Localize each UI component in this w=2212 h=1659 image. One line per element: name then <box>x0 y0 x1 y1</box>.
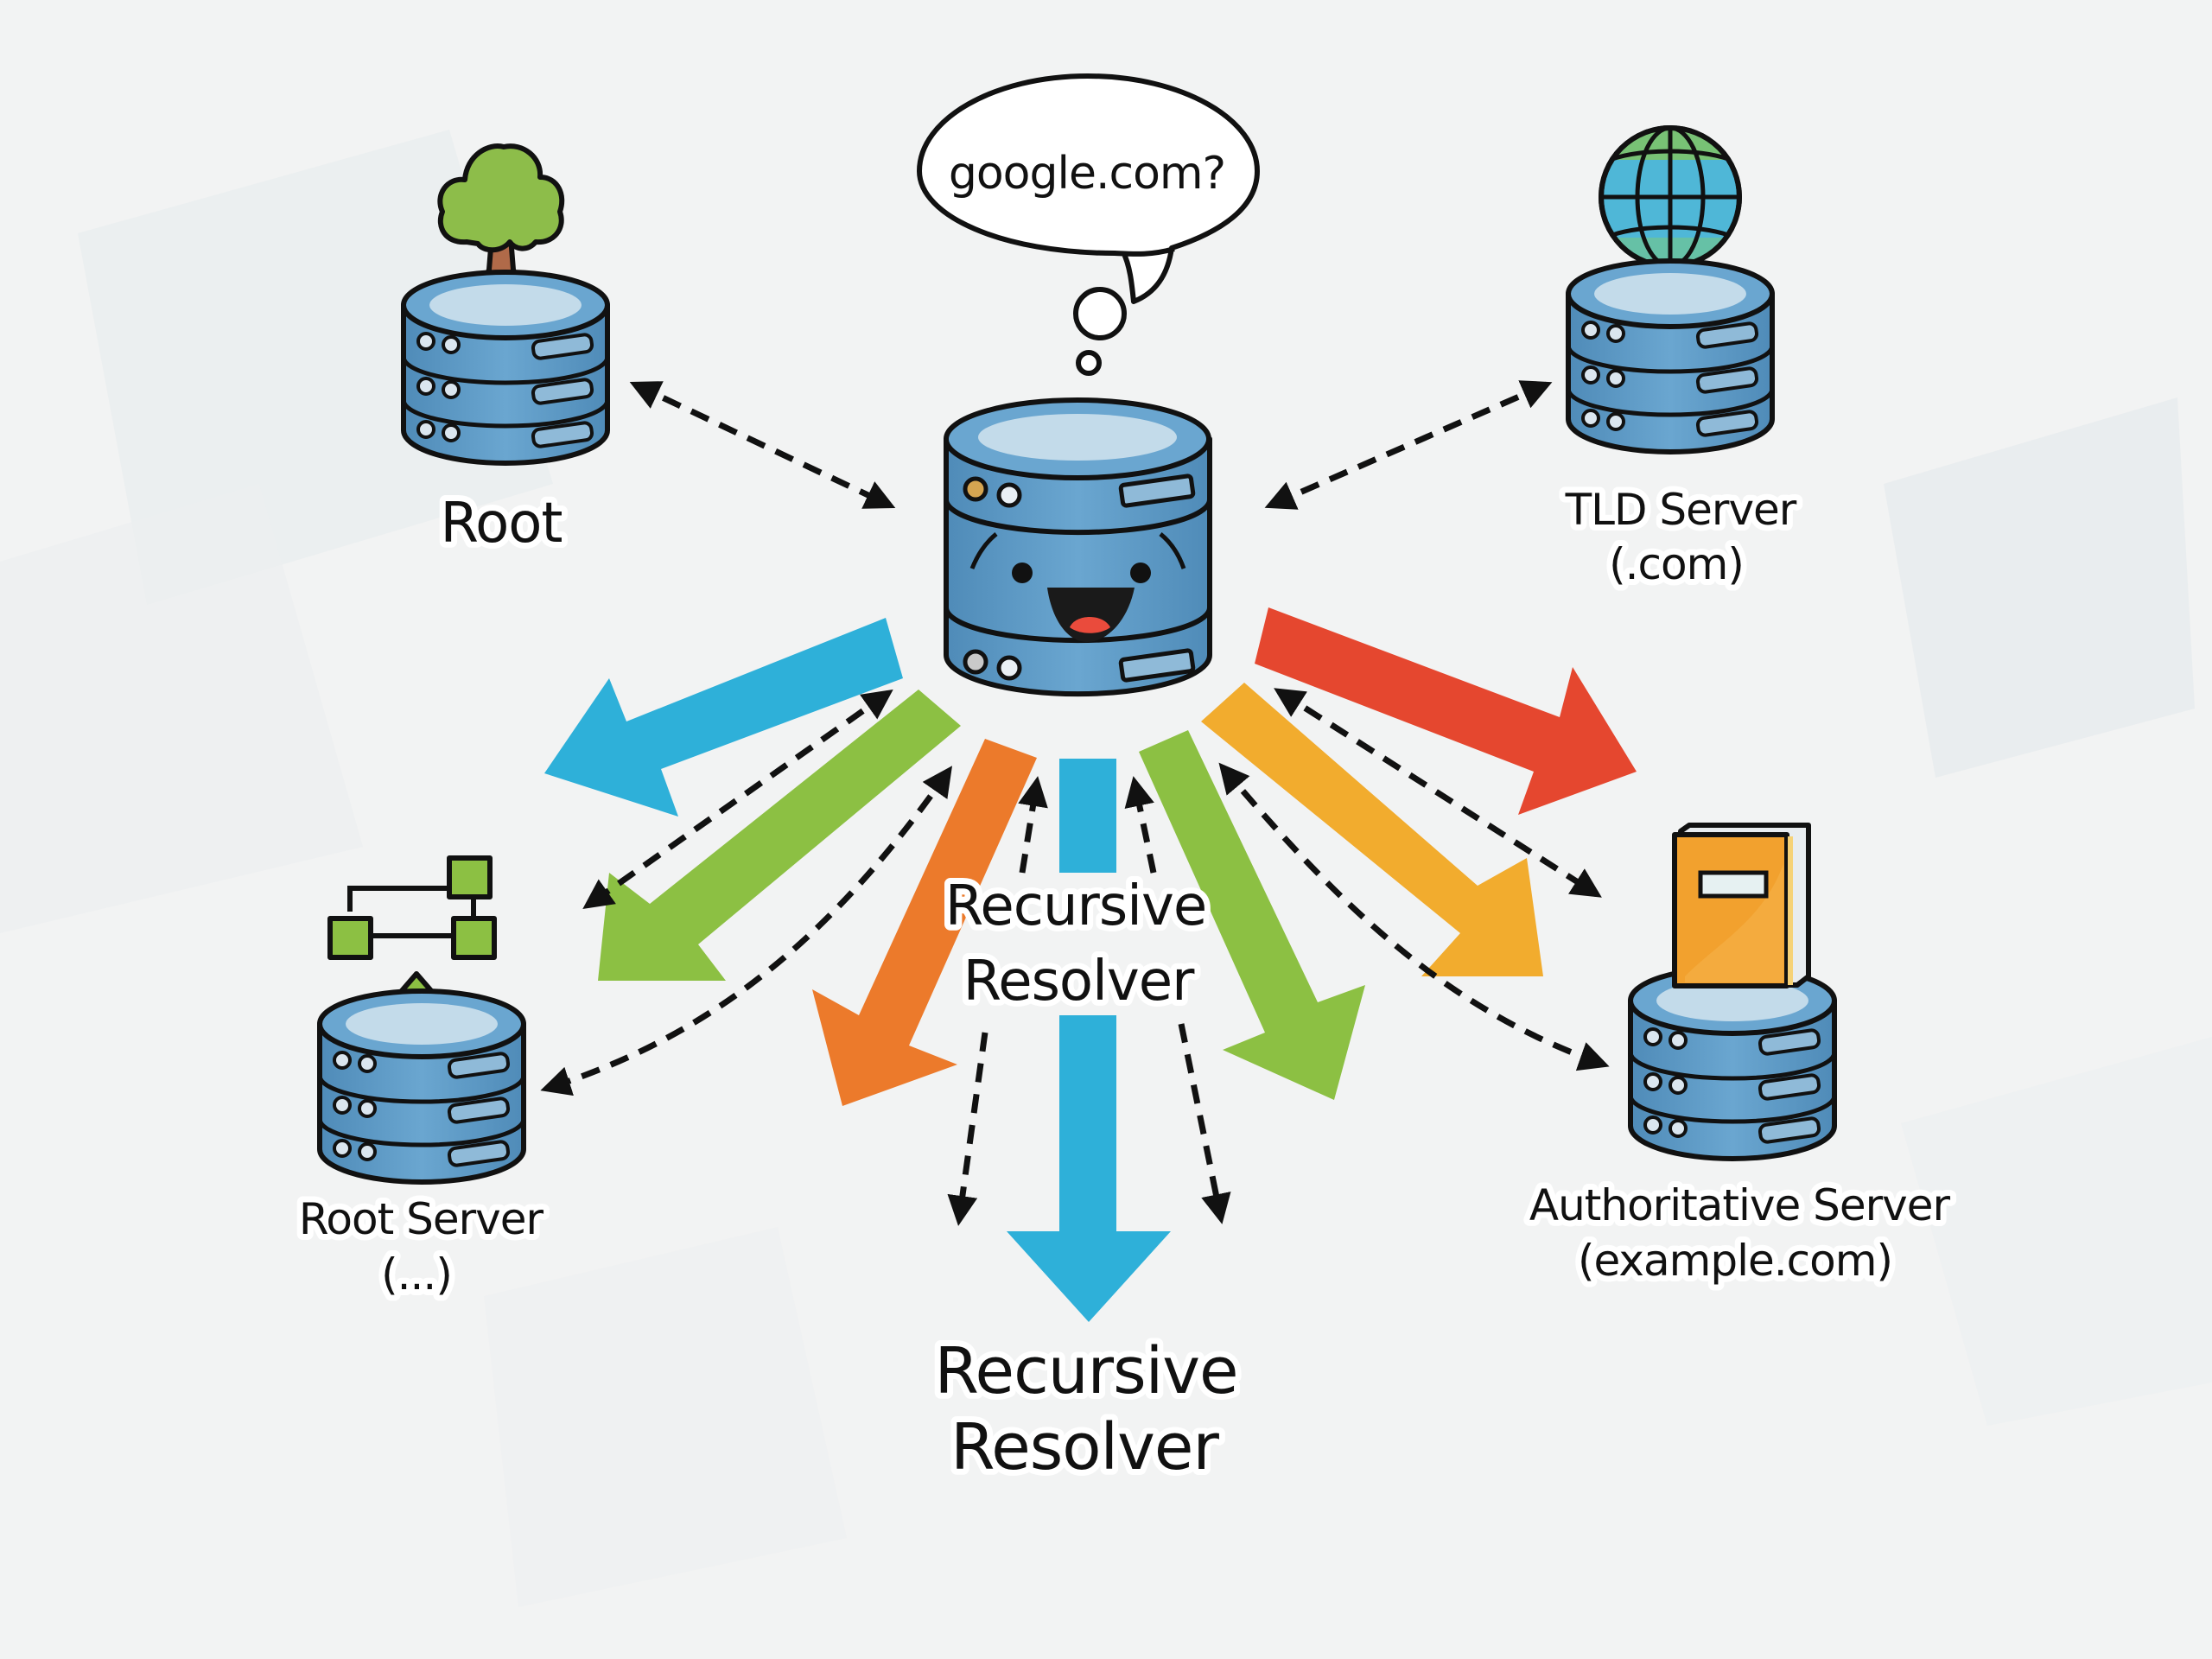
dashed-center-left-down <box>947 1032 988 1226</box>
node-authoritative-label-line1: Authoritative Server <box>1529 1180 1951 1230</box>
dashed-root-center <box>629 381 896 509</box>
dashed-tld-center <box>1264 380 1553 510</box>
dashed-left-2 <box>540 766 953 1096</box>
bubble-query-text: google.com? <box>949 148 1225 200</box>
network-icon <box>327 855 497 960</box>
node-root-server: Root Server (...) <box>293 855 551 1306</box>
tree-icon <box>437 143 565 296</box>
speech-bubble: google.com? <box>917 73 1260 376</box>
node-tld-label-line1: TLD Server <box>1565 485 1797 535</box>
bottom-label-line1: Recursive <box>934 1334 1237 1408</box>
dashed-center-left-up <box>1018 776 1048 874</box>
dashed-center-right-up <box>1124 776 1157 874</box>
smiling-face-icon <box>969 532 1186 642</box>
node-authoritative: Authoritative Server (example.com) <box>1523 823 1958 1292</box>
node-tld: TLD Server (.com) <box>1559 125 1804 595</box>
arrow-blue-down <box>1059 759 1116 873</box>
bottom-label-line2: Resolver <box>950 1410 1219 1484</box>
center-server <box>944 397 1212 697</box>
book-icon <box>1672 823 1811 988</box>
status-light-icon <box>963 476 988 502</box>
dashed-center-right-down <box>1178 1023 1231 1224</box>
center-label-line1: Recursive <box>945 874 1206 938</box>
center-label-line2: Resolver <box>963 950 1196 1014</box>
dashed-right-2 <box>1218 762 1610 1071</box>
node-authoritative-label-line2: (example.com) <box>1578 1236 1892 1286</box>
node-root-server-label-line1: Root Server <box>299 1194 544 1244</box>
node-tld-label-line2: (.com) <box>1609 539 1744 589</box>
dashed-connectors <box>540 380 1610 1226</box>
globe-icon <box>1599 125 1742 269</box>
node-root: Root <box>404 143 607 562</box>
node-root-server-label-line2: (...) <box>381 1249 452 1300</box>
node-root-label: Root <box>441 492 563 556</box>
background-shapes <box>0 130 2212 1607</box>
arrow-blue-down-head <box>1007 1015 1171 1322</box>
